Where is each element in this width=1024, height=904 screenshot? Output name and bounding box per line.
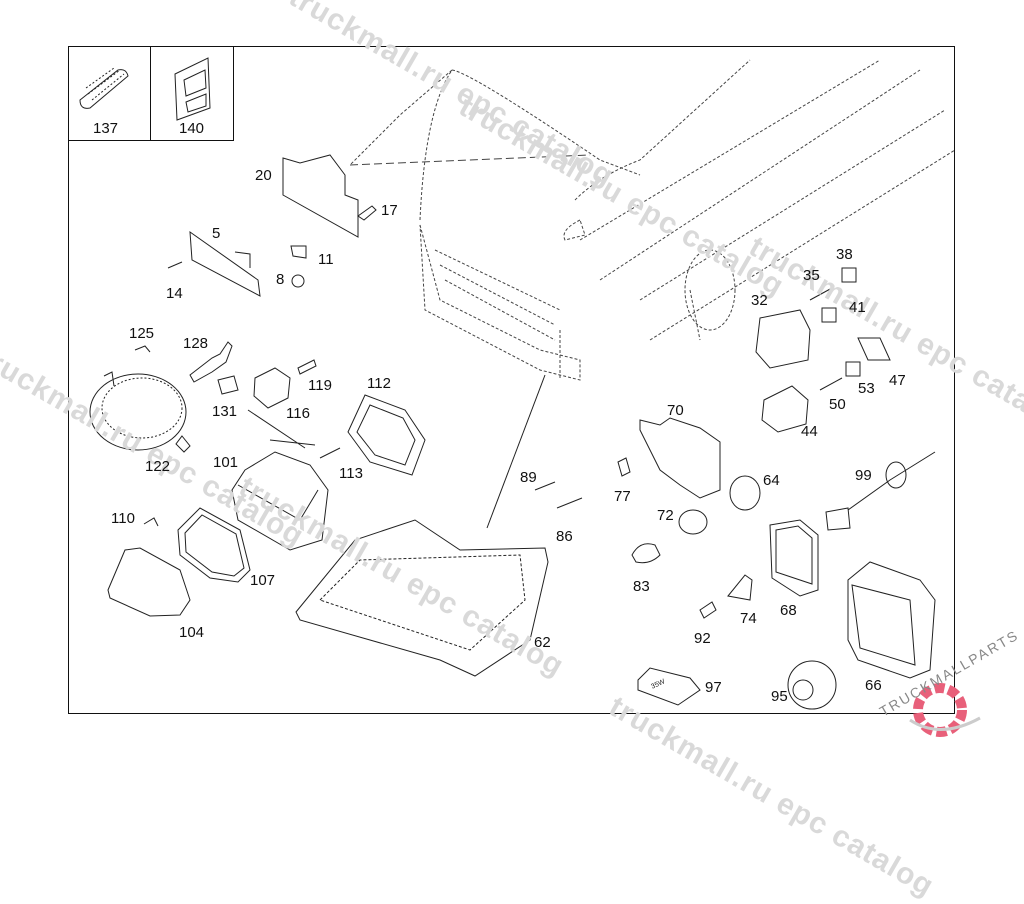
callout-11[interactable]: 11 bbox=[318, 251, 334, 268]
callout-125[interactable]: 125 bbox=[129, 325, 155, 342]
callout-20[interactable]: 20 bbox=[255, 167, 272, 184]
callout-77[interactable]: 77 bbox=[614, 488, 631, 505]
pin-50 bbox=[819, 377, 843, 391]
headlamp-101 bbox=[231, 451, 329, 551]
clip-11 bbox=[290, 245, 307, 259]
callout-66[interactable]: 66 bbox=[865, 677, 882, 694]
lamp-68 bbox=[769, 519, 819, 597]
callout-64[interactable]: 64 bbox=[763, 472, 780, 489]
bulb-8 bbox=[291, 274, 305, 288]
screw-14 bbox=[167, 261, 183, 269]
seal-38 bbox=[841, 267, 857, 283]
clip-77 bbox=[617, 457, 631, 477]
callout-53[interactable]: 53 bbox=[858, 380, 875, 397]
diagram-frame bbox=[68, 46, 955, 714]
bracket-part bbox=[282, 154, 359, 238]
callout-119[interactable]: 119 bbox=[308, 377, 332, 394]
bulb-pack-97 bbox=[637, 667, 701, 706]
callout-104[interactable]: 104 bbox=[179, 624, 205, 641]
bulb-119 bbox=[297, 359, 317, 375]
connector-44 bbox=[761, 385, 809, 433]
callout-41[interactable]: 41 bbox=[849, 299, 866, 316]
callout-122[interactable]: 122 bbox=[145, 458, 171, 475]
callout-86[interactable]: 86 bbox=[556, 528, 573, 545]
clip-icon bbox=[174, 57, 211, 121]
inset-label-140[interactable]: 140 bbox=[179, 120, 205, 137]
callout-116[interactable]: 116 bbox=[286, 405, 310, 422]
clip-125 bbox=[134, 345, 151, 353]
inset-divider bbox=[150, 46, 151, 141]
socket-72 bbox=[678, 509, 708, 535]
callout-95[interactable]: 95 bbox=[771, 688, 788, 705]
lamp-66 bbox=[847, 561, 936, 679]
cable-99 bbox=[847, 451, 936, 511]
bulb-74 bbox=[727, 574, 753, 601]
connector-131 bbox=[217, 375, 239, 395]
callout-101[interactable]: 101 bbox=[213, 454, 239, 471]
pin-35 bbox=[809, 287, 833, 301]
ring-64 bbox=[729, 475, 761, 511]
callout-50[interactable]: 50 bbox=[829, 396, 846, 413]
grommet-icon bbox=[79, 67, 129, 109]
callout-8[interactable]: 8 bbox=[276, 271, 285, 288]
cover-70 bbox=[639, 417, 721, 499]
brand-logo-icon bbox=[909, 683, 981, 737]
lens-104 bbox=[107, 547, 191, 617]
callout-128[interactable]: 128 bbox=[183, 335, 209, 352]
fog-lamp-122 bbox=[89, 373, 187, 451]
callout-113[interactable]: 113 bbox=[339, 465, 363, 482]
callout-35[interactable]: 35 bbox=[803, 267, 820, 284]
callout-47[interactable]: 47 bbox=[889, 372, 906, 389]
callout-83[interactable]: 83 bbox=[633, 578, 650, 595]
callout-131[interactable]: 131 bbox=[212, 403, 238, 420]
parts-drawing bbox=[79, 57, 956, 710]
callout-107[interactable]: 107 bbox=[250, 572, 276, 589]
leader-62 bbox=[486, 374, 546, 529]
connector-32 bbox=[755, 309, 811, 369]
seal-53 bbox=[845, 361, 861, 377]
callout-112[interactable]: 112 bbox=[367, 375, 391, 392]
truck-cab-drawing bbox=[349, 59, 956, 381]
callout-89[interactable]: 89 bbox=[520, 469, 537, 486]
callout-5[interactable]: 5 bbox=[212, 225, 221, 242]
inset-label-137[interactable]: 137 bbox=[93, 120, 119, 137]
connector-116 bbox=[253, 367, 291, 409]
callout-99[interactable]: 99 bbox=[855, 467, 872, 484]
bulb-83 bbox=[631, 543, 661, 564]
callout-38[interactable]: 38 bbox=[836, 246, 853, 263]
tail-lamp-62 bbox=[295, 519, 549, 677]
callout-97[interactable]: 97 bbox=[705, 679, 722, 696]
callout-62[interactable]: 62 bbox=[534, 634, 551, 651]
callout-74[interactable]: 74 bbox=[740, 610, 757, 627]
callout-70[interactable]: 70 bbox=[667, 402, 684, 419]
gasket-107 bbox=[177, 507, 251, 583]
callout-17[interactable]: 17 bbox=[381, 202, 398, 219]
callout-44[interactable]: 44 bbox=[801, 423, 818, 440]
callout-32[interactable]: 32 bbox=[751, 292, 768, 309]
callout-110[interactable]: 110 bbox=[111, 510, 135, 527]
connector-47 bbox=[857, 337, 891, 361]
leader-101 bbox=[247, 409, 316, 449]
bulb-128 bbox=[189, 341, 233, 383]
inset-box bbox=[68, 46, 234, 141]
screw-part bbox=[357, 205, 377, 221]
screw-113 bbox=[319, 447, 341, 459]
callout-14[interactable]: 14 bbox=[166, 285, 183, 302]
bulb-92 bbox=[699, 601, 717, 619]
callout-72[interactable]: 72 bbox=[657, 507, 674, 524]
side-marker-lamp bbox=[189, 230, 261, 297]
screws-86-89 bbox=[534, 481, 583, 509]
socket-95 bbox=[787, 660, 837, 710]
clip-110 bbox=[143, 517, 159, 527]
seal-41 bbox=[821, 307, 837, 323]
seal-112 bbox=[347, 394, 426, 476]
callout-92[interactable]: 92 bbox=[694, 630, 711, 647]
callout-68[interactable]: 68 bbox=[780, 602, 797, 619]
